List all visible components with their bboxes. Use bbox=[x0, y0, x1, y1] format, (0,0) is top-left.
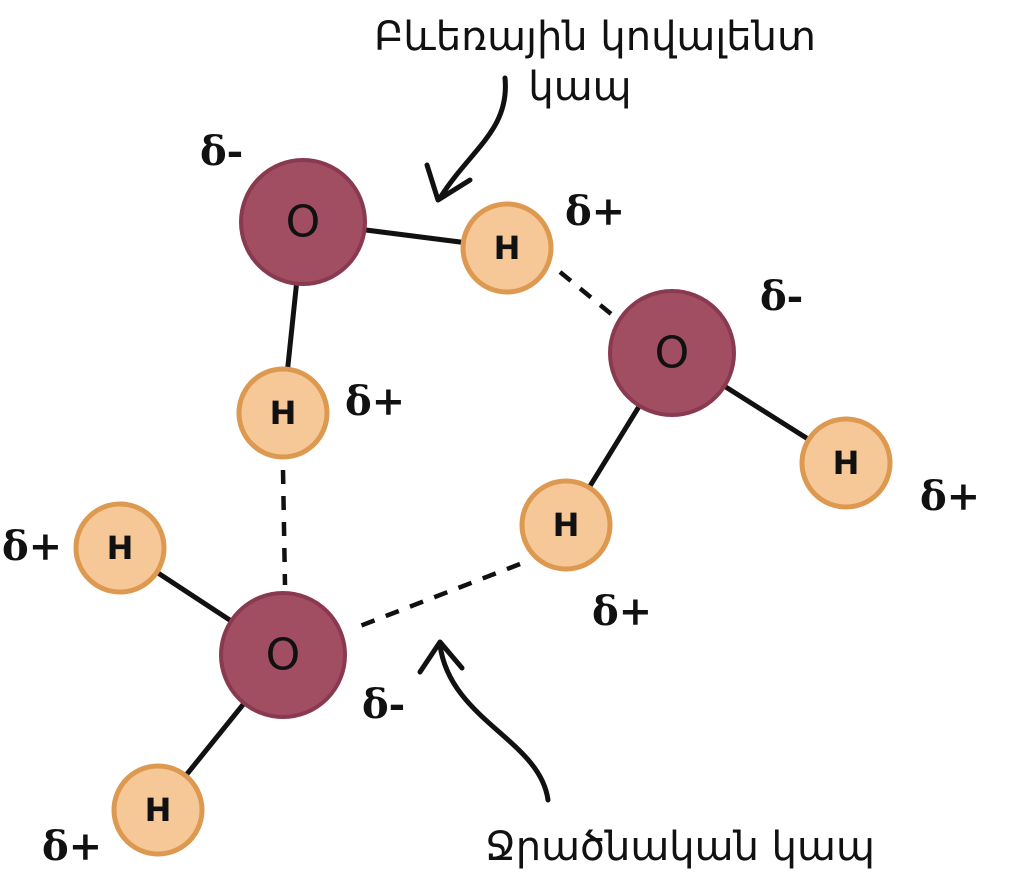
polar-covalent-label-line2: կապ bbox=[528, 64, 631, 110]
polar-covalent-label-line1: Բևեռային կովալենտ bbox=[374, 14, 816, 60]
atom-label: H bbox=[145, 791, 172, 829]
atom-label: H bbox=[270, 394, 297, 432]
charge-h2: δ+ bbox=[345, 378, 405, 425]
atom-label: H bbox=[107, 529, 134, 567]
charge-o1: δ- bbox=[200, 128, 243, 175]
charge-o2: δ- bbox=[760, 273, 803, 320]
hydrogen-atom-3: H bbox=[519, 478, 613, 572]
charge-h4: δ+ bbox=[920, 473, 980, 520]
atom-label: H bbox=[494, 229, 521, 267]
charge-h6: δ+ bbox=[42, 823, 102, 870]
hydrogen-atom-2: H bbox=[236, 366, 330, 460]
hbond-h3-o3 bbox=[359, 561, 521, 629]
hydrogen-atom-6: H bbox=[111, 763, 205, 857]
arrow-hydrogen-bond-icon bbox=[417, 639, 551, 803]
charge-h5: δ+ bbox=[2, 523, 62, 570]
oxygen-atom-3: O bbox=[219, 591, 347, 719]
hbond-h1-o2 bbox=[558, 270, 618, 320]
atom-label: O bbox=[266, 630, 301, 681]
atom-label: H bbox=[553, 506, 580, 544]
hydrogen-bonds bbox=[280, 270, 618, 629]
covalent-bonds bbox=[117, 219, 849, 813]
charge-h1: δ+ bbox=[565, 188, 625, 235]
hydrogen-bond-label: Ջրածնական կապ bbox=[485, 824, 875, 870]
charge-o3: δ- bbox=[362, 681, 405, 728]
atom-label: H bbox=[833, 444, 860, 482]
hydrogen-atom-4: H bbox=[799, 416, 893, 510]
atom-label: O bbox=[655, 328, 690, 379]
hydrogen-atom-5: H bbox=[73, 501, 167, 595]
oxygen-atom-1: O bbox=[239, 158, 367, 286]
arrow-polar-covalent-icon bbox=[424, 75, 508, 203]
atom-label: O bbox=[286, 197, 321, 248]
hbond-h2-o3 bbox=[280, 469, 288, 586]
oxygen-atom-2: O bbox=[608, 289, 736, 417]
hydrogen-atom-1: H bbox=[460, 201, 554, 295]
charge-h3: δ+ bbox=[592, 588, 652, 635]
